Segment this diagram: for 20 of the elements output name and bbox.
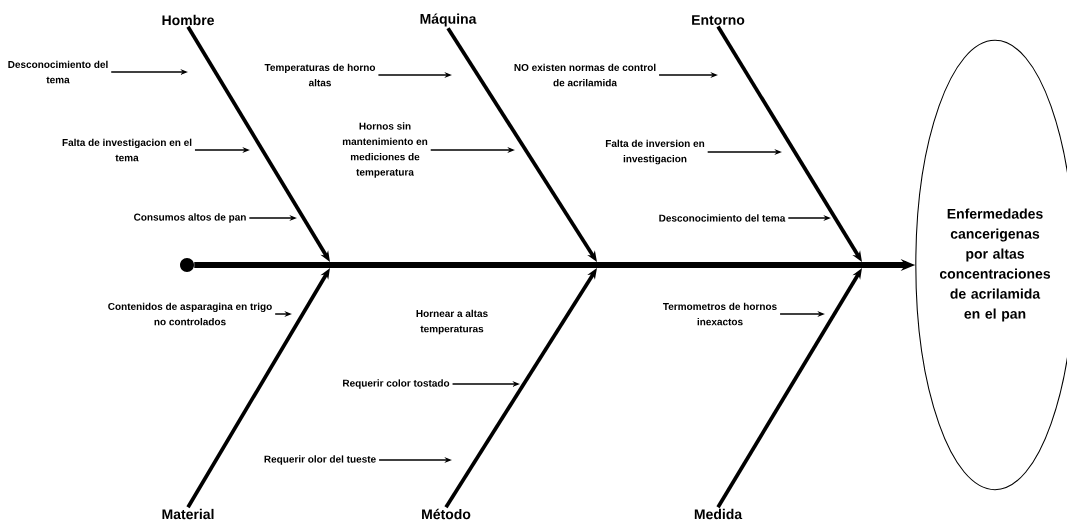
start-dot bbox=[180, 258, 194, 272]
cause-text: Contenidos de asparagina en trigo no controlados bbox=[108, 302, 272, 326]
category-label: Método bbox=[422, 508, 471, 520]
cause-text: Requerir color tostado bbox=[343, 379, 450, 389]
cause-text: Falta de inversion en investigacion bbox=[605, 139, 705, 165]
cause-text: Desconocimiento del tema bbox=[659, 214, 786, 222]
category-label: Material bbox=[162, 508, 214, 520]
category-label: Hombre bbox=[162, 14, 214, 26]
cause-text: Desconocimiento del tema bbox=[8, 60, 108, 84]
cause-text: Termometros de hornos inexactos bbox=[662, 302, 777, 326]
category-label: Medida bbox=[694, 508, 743, 520]
category-label: Entorno bbox=[692, 15, 745, 25]
cause-text: Falta de investigacion en el tema bbox=[62, 138, 192, 162]
cause-text: Consumos altos de pan bbox=[134, 213, 246, 223]
cause-text: Requerir olor del tueste bbox=[264, 455, 376, 465]
cause-text: NO existen normas de control de acrilamida bbox=[514, 63, 656, 87]
cause-text: Hornear a altas temperaturas bbox=[416, 309, 488, 335]
cause-text: Hornos sin mantenimiento en mediciones de temperatura bbox=[342, 122, 428, 178]
category-label: Máquina bbox=[420, 13, 477, 27]
cause-text: Temperaturas de horno altas bbox=[264, 63, 376, 87]
